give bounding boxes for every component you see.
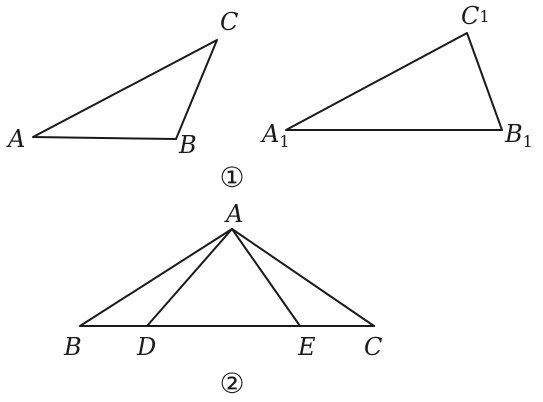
point-label-d: D — [136, 333, 156, 361]
segment-ac — [231, 228, 375, 327]
segment-ae — [231, 228, 301, 327]
point-label-e: E — [297, 333, 316, 361]
vertex-label-a: A — [224, 200, 243, 228]
vertex-label-b1: B1 — [504, 120, 533, 151]
figure-1-left-triangle: A B C — [6, 8, 238, 159]
vertex-label-a1: A1 — [260, 120, 290, 151]
triangle-a1b1c1 — [285, 32, 503, 131]
vertex-label-c: C — [220, 8, 238, 36]
vertex-label-c1: C1 — [461, 2, 490, 30]
triangle-abc — [32, 39, 218, 140]
vertex-label-b: B — [63, 333, 82, 361]
figure-2-caption: ② — [219, 367, 244, 400]
figure-1-caption: ① — [219, 161, 244, 194]
vertex-label-b: B — [178, 131, 197, 159]
segment-ab — [79, 228, 233, 327]
figure-1-right-triangle: A1 B1 C1 — [260, 2, 533, 151]
vertex-label-c: C — [364, 333, 382, 361]
segment-ad — [146, 228, 233, 327]
vertex-label-a: A — [6, 125, 25, 153]
figure-2: A B D E C — [63, 200, 382, 361]
